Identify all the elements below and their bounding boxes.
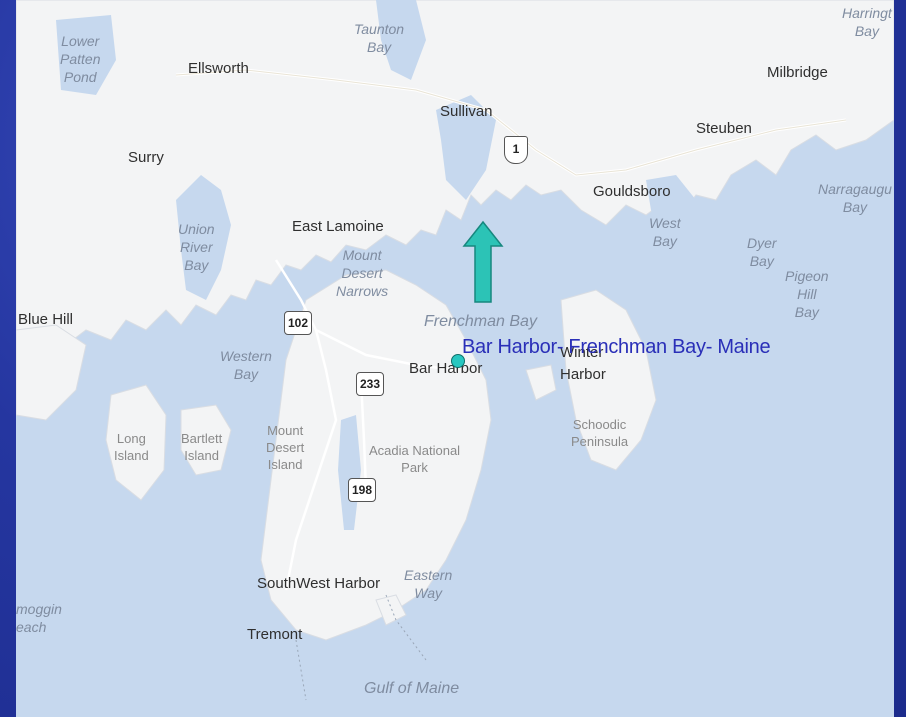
land-acadia: Acadia National Park (369, 443, 461, 475)
town-winter-harbor: Winter Harbor (560, 344, 606, 383)
route-198-shield: 198 (348, 478, 376, 502)
water-western-bay: Western Bay (220, 348, 272, 382)
road-102 (274, 259, 338, 591)
ferry-route-2 (295, 639, 307, 701)
water-west-bay: West Bay (649, 215, 681, 249)
town-gouldsboro: Gouldsboro (593, 183, 671, 200)
route-us1-shield: 1 (504, 136, 528, 164)
town-southwest-harbor: SouthWest Harbor (257, 575, 381, 592)
north-arrow-icon (462, 220, 504, 303)
road-233 (315, 328, 457, 372)
water-harrington-bay: Harringt Bay (842, 5, 892, 39)
pigeon-hill-bay (796, 245, 846, 320)
road-us1-edge (175, 69, 847, 176)
water-narraguagus-bay: Narragaugu Bay (818, 181, 892, 215)
water-frenchman-bay: Frenchman Bay (424, 313, 537, 330)
narraguagus-bay (836, 150, 894, 230)
cranberry-isles (375, 594, 407, 626)
town-milbridge: Milbridge (767, 64, 828, 81)
town-ellsworth: Ellsworth (188, 60, 249, 77)
water-mount-desert-narrows: Mount Desert Narrows (336, 247, 389, 299)
water-taunton-bay: Taunton Bay (354, 21, 405, 55)
town-bar-harbor: Bar Harbor (409, 360, 483, 377)
land-schoodic-peninsula: Schoodic Peninsula (571, 417, 629, 449)
location-marker-icon[interactable] (451, 354, 465, 368)
water-lower-patten-pond: Lower Patten Pond (60, 33, 101, 85)
water-pigeon-hill-bay: Pigeon Hill Bay (785, 268, 829, 320)
west-bay (646, 175, 696, 240)
western-bay (216, 325, 286, 420)
dyer-bay (746, 195, 791, 270)
route-233-shield: 233 (356, 372, 384, 396)
water-seawall-beach: moggin each (16, 601, 62, 635)
water-dyer-bay: Dyer Bay (747, 235, 777, 269)
route-102-shield: 102 (284, 311, 312, 335)
town-east-lamoine: East Lamoine (292, 218, 384, 235)
town-tremont: Tremont (247, 626, 303, 643)
schoodic-peninsula (560, 289, 657, 471)
location-annotation: Bar Harbor- Frenchman Bay- Maine (462, 336, 771, 358)
land-bartlett-island: Bartlett Island (181, 431, 223, 463)
land-mount-desert-island: Mount Desert Island (266, 423, 305, 472)
union-river-bay (176, 175, 231, 300)
bartlett-island (180, 404, 232, 476)
town-blue-hill: Blue Hill (18, 311, 74, 328)
water-eastern-way: Eastern Way (404, 567, 453, 601)
road-198 (359, 379, 368, 491)
small-island-east (525, 364, 557, 401)
lower-patten-pond (56, 15, 116, 95)
town-sullivan: Sullivan (440, 103, 493, 120)
town-steuben: Steuben (696, 120, 752, 137)
land-long-island: Long Island (114, 431, 149, 463)
long-island (105, 384, 167, 501)
taunton-bay (376, 0, 426, 80)
water-union-river-bay: Union River Bay (178, 221, 215, 273)
water-gulf-of-maine: Gulf of Maine (364, 680, 460, 697)
blue-hill-peninsula (16, 324, 87, 421)
sullivan-inlet (436, 95, 496, 200)
town-surry: Surry (128, 149, 164, 166)
